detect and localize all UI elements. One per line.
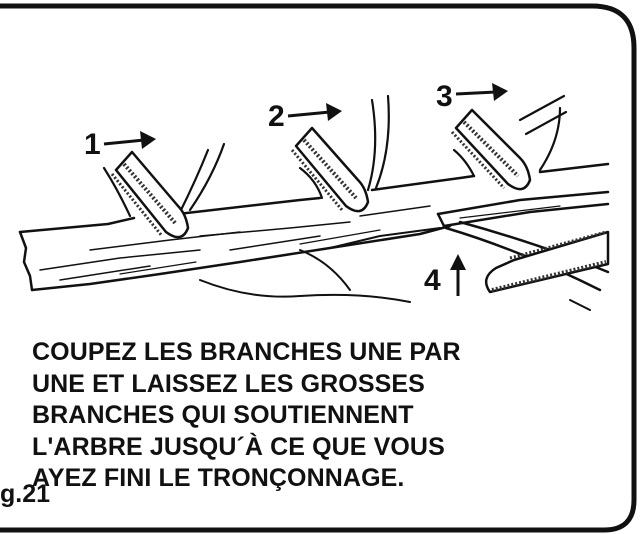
caption-line: L'ARBRE JUSQU´À CE QUE VOUS <box>32 432 445 461</box>
caption-line: UNE ET LAISSEZ LES GROSSES <box>32 369 425 398</box>
caption-line: BRANCHES QUI SOUTIENNENT <box>32 401 414 429</box>
arrow-right-icon <box>287 103 342 121</box>
fallen-trunk <box>18 162 610 303</box>
step-number-1: 1 <box>84 128 101 161</box>
arrow-right-icon <box>103 131 156 149</box>
frame-border <box>0 3 637 533</box>
step-number-4: 4 <box>424 264 441 297</box>
chainsaw-bar-2 <box>290 126 370 213</box>
instruction-caption: COUPEZ LES BRANCHES UNE PAR UNE ET LAISS… <box>32 337 612 495</box>
caption-line: AYEZ FINI LE TRONÇONNAGE. <box>32 464 405 492</box>
step-number-2: 2 <box>268 100 285 133</box>
chainsaw-bar-1 <box>110 150 190 239</box>
figure-label: g.21 <box>0 480 51 508</box>
chainsaw-bar-4 <box>484 230 610 294</box>
chainsaw-bar-3 <box>450 108 532 191</box>
step-number-3: 3 <box>436 80 453 113</box>
branch-stubs <box>102 94 568 218</box>
arrow-right-icon <box>455 83 508 101</box>
arrow-up-icon <box>450 254 466 296</box>
caption-line: COUPEZ LES BRANCHES UNE PAR <box>32 338 461 366</box>
